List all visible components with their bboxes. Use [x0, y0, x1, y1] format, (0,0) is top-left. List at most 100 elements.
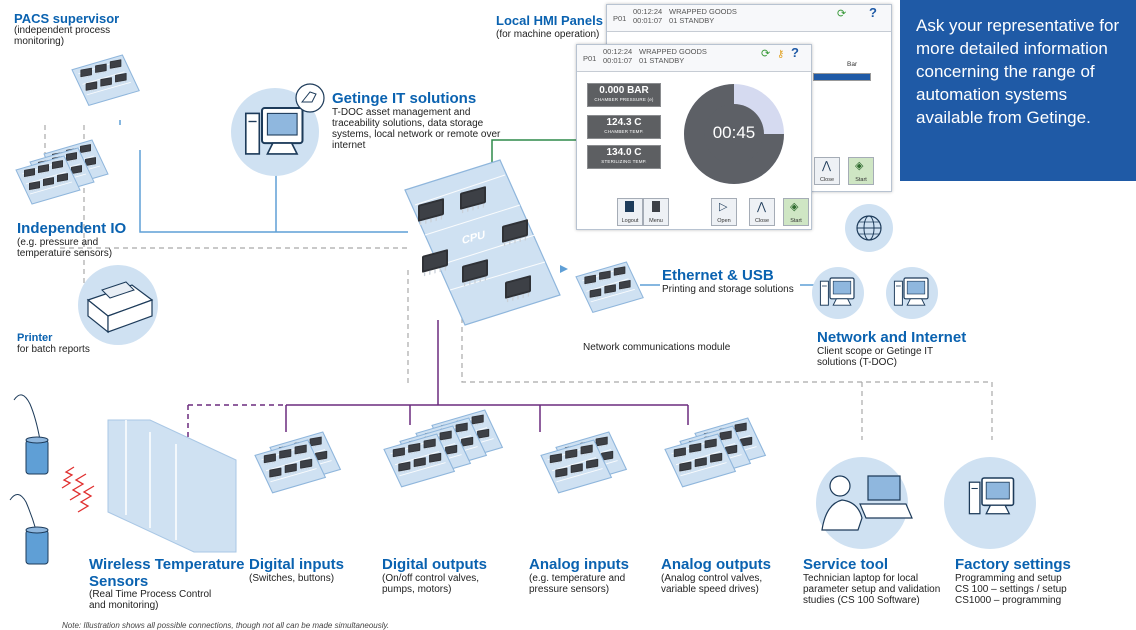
hmi-back-unit: Bar — [847, 61, 858, 68]
getinge-it-title: Getinge IT solutions — [332, 90, 477, 107]
hmi-back-help-icon[interactable]: ? — [869, 5, 877, 20]
digital-inputs-boards — [255, 432, 340, 493]
hmi-front-refresh-icon[interactable]: ⟳ — [761, 48, 771, 60]
hmi-back-time2: 00:01:07 — [633, 16, 663, 25]
logout-label: Logout — [621, 218, 639, 224]
network-sub: Client scope or Getinge IT solutions (T-… — [817, 346, 933, 368]
hmi-front-key-icon[interactable]: ⚷ — [777, 49, 785, 60]
network-module-label: Network communications module — [583, 342, 731, 353]
timer-dial — [684, 84, 784, 184]
footnote: Note: Illustration shows all possible co… — [62, 621, 390, 630]
hmi-back-refresh-icon[interactable]: ⟳ — [837, 8, 847, 20]
digital-outputs-boards — [384, 410, 502, 487]
back-close-button[interactable]: ⋀ Close — [814, 157, 840, 185]
menu-icon — [652, 201, 660, 212]
ethernet-sub: Printing and storage solutions — [662, 284, 794, 295]
open-icon: ▷ — [719, 201, 728, 213]
stat-value: 124.3 C — [606, 117, 642, 128]
service-tool-icon — [816, 457, 913, 549]
printer-title: Printer — [17, 332, 53, 344]
logout-button[interactable]: Logout — [617, 198, 643, 226]
pacs-sub: (independent process monitoring) — [14, 25, 111, 47]
service-tool-title: Service tool — [803, 556, 889, 573]
menu-label: Menu — [649, 218, 663, 224]
close-button[interactable]: ⋀ Close — [749, 198, 775, 226]
wireless-sub: (Real Time Process Control and monitorin… — [89, 589, 212, 611]
hmi-front-id: P01 — [583, 54, 597, 63]
pacs-boards — [72, 55, 139, 105]
back-start-label: Start — [855, 177, 867, 183]
back-close-icon: ⋀ — [822, 160, 832, 172]
hmi-front-time1: 00:12:24 — [603, 47, 633, 56]
menu-button[interactable]: Menu — [643, 198, 669, 226]
start-button[interactable]: ◈ Start — [783, 198, 809, 226]
callout-text: Ask your representative for more detaile… — [916, 16, 1120, 127]
network-module-board — [560, 262, 643, 312]
getinge-it-sub: T-DOC asset management and traceability … — [332, 107, 501, 151]
logout-icon — [625, 201, 634, 212]
hmi-panel-front: P01 00:12:24 00:01:07 WRAPPED GOODS 01 S… — [576, 44, 812, 230]
back-start-icon: ◈ — [855, 160, 864, 172]
pacs-title: PACS supervisor — [14, 11, 120, 26]
digital-inputs-sub: (Switches, buttons) — [249, 573, 335, 584]
stat-value: 134.0 C — [606, 147, 642, 158]
analog-inputs-boards — [541, 432, 626, 493]
digital-outputs-sub: (On/off control valves, pumps, motors) — [382, 573, 480, 595]
hmi-back-time1: 00:12:24 — [633, 7, 663, 16]
hmi-sub: (for machine operation) — [496, 29, 600, 40]
hmi-front-status1: WRAPPED GOODS — [639, 47, 707, 56]
stat-value: 0.000 BAR — [599, 85, 649, 96]
start-icon: ◈ — [790, 201, 799, 213]
network-computers — [812, 267, 938, 319]
analog-outputs-boards — [665, 418, 765, 487]
start-label: Start — [790, 218, 802, 224]
factory-settings-title: Factory settings — [955, 556, 1071, 573]
factory-settings-sub: Programming and setup CS 100 – settings … — [955, 573, 1067, 606]
info-callout: Ask your representative for more detaile… — [900, 0, 1136, 181]
hmi-back-status1: WRAPPED GOODS — [669, 7, 737, 16]
independent-io-boards — [16, 140, 108, 204]
hmi-title: Local HMI Panels — [496, 13, 603, 28]
back-close-label: Close — [819, 177, 835, 183]
hmi-back-bar — [813, 73, 871, 81]
close-cycle-icon: ⋀ — [757, 201, 767, 213]
wireless-sensors — [9, 394, 237, 565]
digital-outputs-title: Digital outputs — [382, 556, 487, 573]
factory-settings-icon — [944, 457, 1036, 549]
open-label: Open — [717, 218, 731, 224]
analog-inputs-title: Analog inputs — [529, 556, 629, 573]
stat-chamber-pressure: 0.000 BAR CHAMBER PRESSURE (e) — [587, 83, 661, 107]
close-label: Close — [754, 218, 770, 224]
connection-lines — [44, 120, 993, 440]
network-title: Network and Internet — [817, 329, 967, 346]
analog-inputs-sub: (e.g. temperature and pressure sensors) — [529, 573, 626, 595]
timer-text: 00:45 — [712, 123, 756, 142]
hmi-back-header: P01 00:12:24 00:01:07 WRAPPED GOODS 01 S… — [607, 5, 891, 32]
analog-outputs-sub: (Analog control valves, variable speed d… — [661, 573, 763, 595]
stat-label: CHAMBER TEMP. — [604, 129, 644, 134]
analog-outputs-title: Analog outputs — [661, 556, 771, 573]
service-tool-sub: Technician laptop for local parameter se… — [803, 573, 941, 606]
hmi-front-help-icon[interactable]: ? — [791, 45, 799, 60]
stat-label: STERILIZING TEMP. — [601, 159, 647, 164]
independent-io-title: Independent IO — [17, 220, 127, 237]
back-start-button[interactable]: ◈ Start — [848, 157, 874, 185]
hmi-front-header: P01 00:12:24 00:01:07 WRAPPED GOODS 01 S… — [577, 45, 811, 72]
ethernet-title: Ethernet & USB — [662, 267, 774, 284]
cpu-board — [404, 159, 561, 326]
stat-sterilizing-temp: 134.0 C STERILIZING TEMP. — [587, 145, 661, 169]
wireless-title: Wireless Temperature Sensors — [89, 556, 245, 590]
stat-label: CHAMBER PRESSURE (e) — [594, 97, 654, 102]
stat-chamber-temp: 124.3 C CHAMBER TEMP. — [587, 115, 661, 139]
hmi-front-time2: 00:01:07 — [603, 56, 633, 65]
digital-inputs-title: Digital inputs — [249, 556, 344, 573]
open-button[interactable]: ▷ Open — [711, 198, 737, 226]
printer-icon — [78, 265, 158, 345]
getinge-it-computer — [231, 83, 325, 176]
hmi-back-status2: 01 STANDBY — [669, 16, 715, 25]
hmi-front-status2: 01 STANDBY — [639, 56, 685, 65]
hmi-back-id: P01 — [613, 14, 627, 23]
globe-icon — [845, 204, 893, 252]
printer-sub: for batch reports — [17, 344, 90, 355]
